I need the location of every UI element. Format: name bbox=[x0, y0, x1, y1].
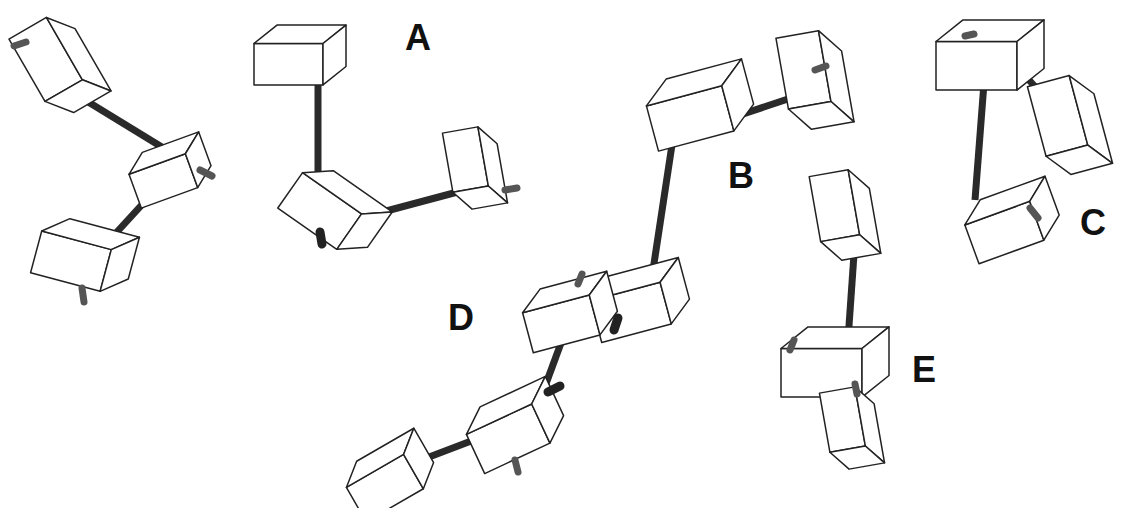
figure-letter: D bbox=[448, 300, 474, 336]
figure-letter: A bbox=[405, 20, 431, 56]
figure-letter: C bbox=[1080, 205, 1106, 241]
figure-letter: E bbox=[912, 352, 936, 388]
figure-letter: B bbox=[728, 158, 754, 194]
connecting-rods bbox=[85, 70, 1065, 470]
cuboid-blocks bbox=[9, 8, 1113, 508]
stub-pegs bbox=[14, 34, 1038, 472]
